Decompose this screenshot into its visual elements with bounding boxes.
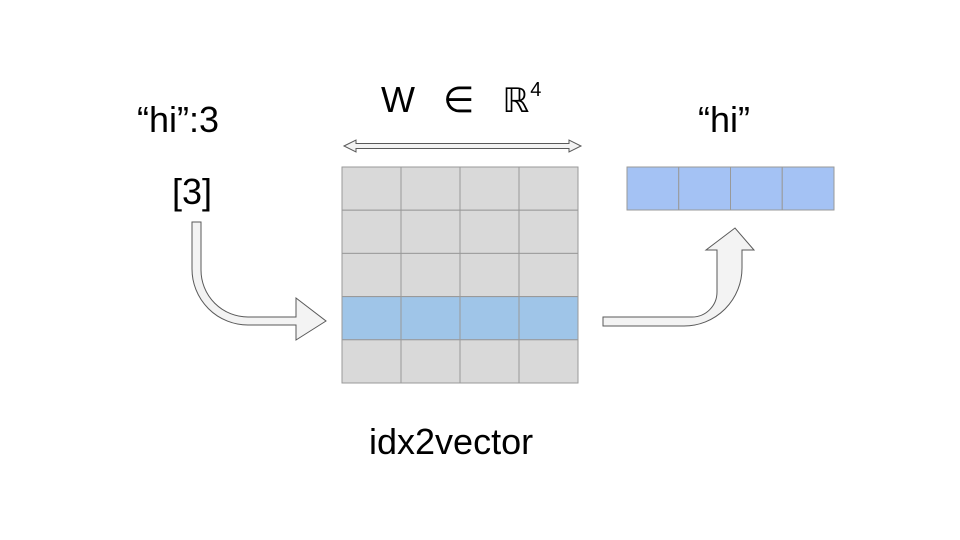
highlighted-matrix-cell [459,296,520,341]
matrix-cell [400,252,461,298]
weight-name: W [381,79,415,120]
highlighted-matrix-cell [518,296,579,341]
double-headed-arrow-icon [342,139,583,153]
index-list-label: [3] [172,171,213,212]
vector-cell [678,166,731,211]
matrix-cell [459,252,520,298]
highlighted-matrix-cell [400,296,461,341]
matrix-cell [341,252,402,298]
matrix-cell [400,339,461,384]
curved-up-arrow-icon [602,227,756,327]
vector-cell [781,166,835,211]
element-of-symbol: ∈ [442,79,475,120]
matrix-cell [459,339,520,384]
matrix-cell [341,209,402,254]
matrix-cell [400,166,461,211]
matrix-cell [459,166,520,211]
highlighted-matrix-cell [341,296,402,341]
matrix-cell [459,209,520,254]
vector-cell [730,166,783,211]
matrix-cell [518,252,579,298]
dimension-superscript: 4 [530,79,542,101]
token-index-mapping-label: “hi”:3 [137,99,220,140]
matrix-caption: idx2vector [369,421,534,462]
vector-cell [626,166,680,211]
matrix-cell [518,166,579,211]
real-space-symbol: ℝ [502,81,530,121]
matrix-cell [341,166,402,211]
weight-space-label: W ∈ ℝ4 [381,80,541,118]
output-vector [626,166,835,211]
curved-right-arrow-icon [191,221,327,341]
matrix-cell [518,339,579,384]
matrix-cell [341,339,402,384]
embedding-matrix [341,166,579,384]
matrix-cell [400,209,461,254]
output-token-label: “hi” [698,99,750,140]
matrix-cell [518,209,579,254]
